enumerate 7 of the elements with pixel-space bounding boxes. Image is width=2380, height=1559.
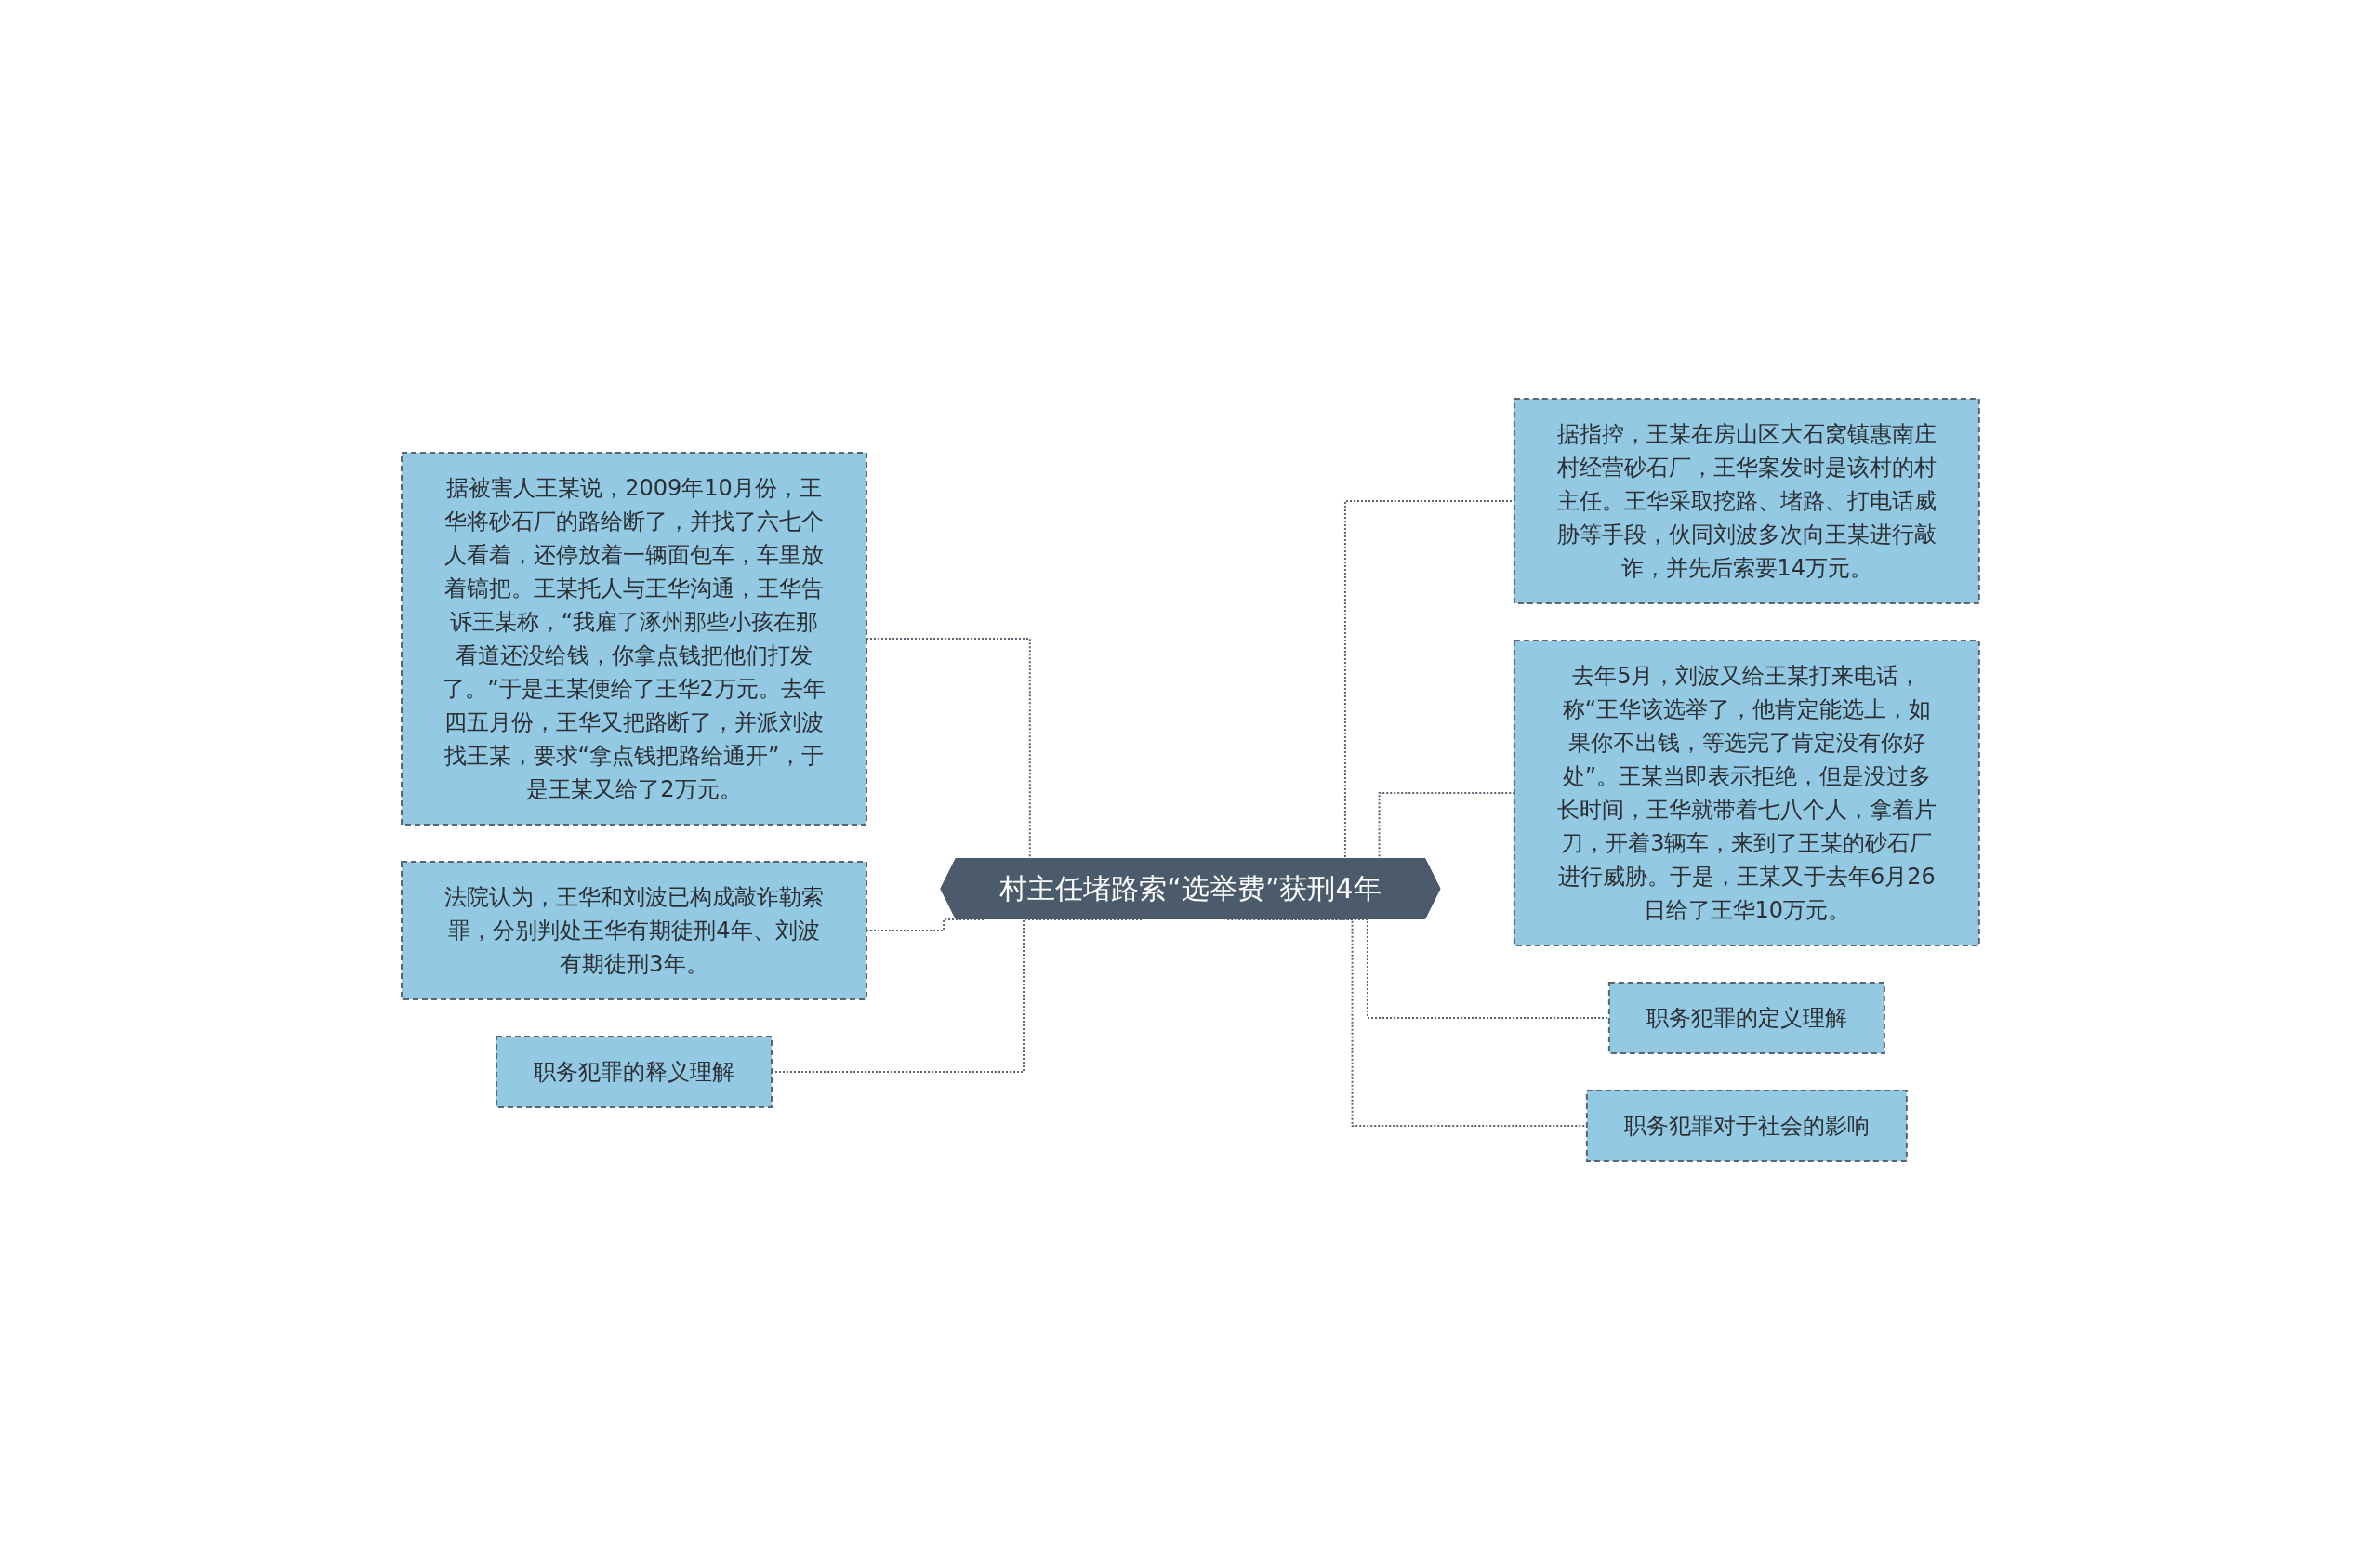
node-box: 据指控，王某在房山区大石窝镇惠南庄村经营砂石厂，王华案发时是该村的村主任。王华采取挖路、堵路、打电话威胁等手段，伙同刘波多次向王某进行敲诈，并先后索要14万元。 xyxy=(1513,397,1980,604)
node-box: 法院认为，王华和刘波已构成敲诈勒索罪，分别判处王华有期徒刑4年、刘波有期徒刑3年。 xyxy=(400,860,867,1000)
node-box: 职务犯罪对于社会的影响 xyxy=(1585,1089,1908,1162)
node-box: 去年5月，刘波又给王某打来电话，称“王华该选举了，他肯定能选上，如果你不出钱，等选完了肯定没有你好处”。王某当即表示拒绝，但是没过多长时间，王华就带着七八个人，拿着片刀，开着3辆车，来到了王某的砂石厂进行威胁。于是，王某又于去年6月26日给了王华10万元。 xyxy=(1513,639,1980,946)
node-box: 据被害人王某说，2009年10月份，王华将砂石厂的路给断了，并找了六七个人看着，还停放着一辆面包车，车里放着镐把。王某托人与王华沟通，王华告诉王某称，“我雇了涿州那些小孩在那看道还没给钱，你拿点钱把他们打发了。”于是王某便给了王华2万元。去年四五月份，王华又把路断了，并派刘波找王某，要求“拿点钱把路给通开”，于是王某又给了2万元。 xyxy=(400,451,867,826)
node-box: 职务犯罪的定义理解 xyxy=(1607,981,1885,1054)
node-box: 职务犯罪的释义理解 xyxy=(495,1035,773,1108)
